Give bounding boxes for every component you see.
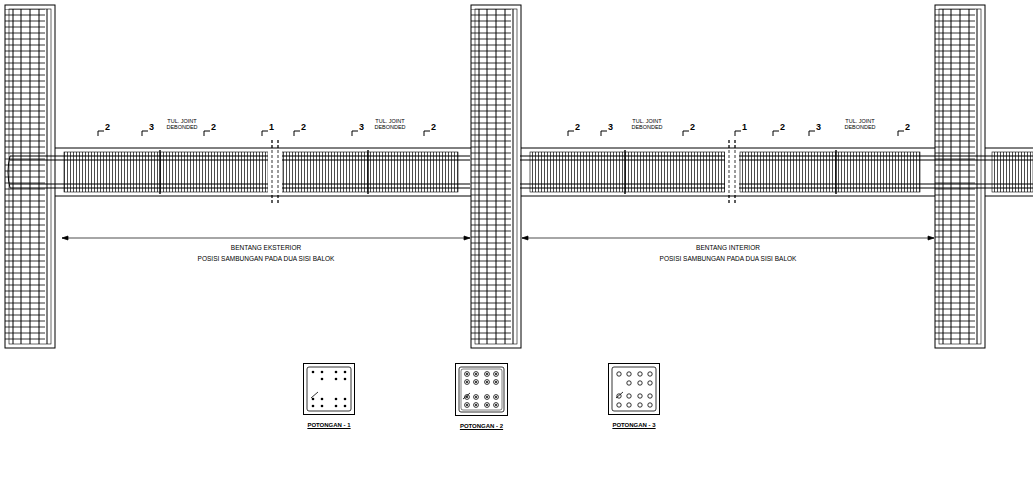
section-number: 1 [269, 123, 274, 132]
section-title: POTONGAN - 1 [307, 422, 350, 428]
section-box: POTONGAN - 2 [455, 363, 508, 416]
joint-note: TUL. JOINT DEBONDED [843, 119, 877, 131]
section-number: 3 [816, 123, 821, 132]
section-title: POTONGAN - 3 [612, 422, 655, 428]
section-number: 2 [575, 123, 580, 132]
beam [8, 140, 1033, 204]
section-number: 3 [608, 123, 613, 132]
span-note: POSISI SAMBUNGAN PADA DUA SISI BALOK [658, 256, 799, 263]
section-number: 3 [149, 123, 154, 132]
section-number: 2 [211, 123, 216, 132]
joint-note: TUL. JOINT DEBONDED [630, 119, 664, 131]
section-number: 1 [742, 123, 747, 132]
column [935, 5, 985, 348]
section-box: POTONGAN - 1 [303, 363, 355, 415]
section-number: 2 [780, 123, 785, 132]
span-label: BENTANG INTERIOR [694, 245, 762, 252]
joint-note: TUL. JOINT DEBONDED [373, 119, 407, 131]
span-label: BENTANG EKSTERIOR [229, 245, 303, 252]
section-number: 2 [431, 123, 436, 132]
section-number: 2 [105, 123, 110, 132]
joint-note: TUL. JOINT DEBONDED [165, 119, 199, 131]
section-number: 2 [301, 123, 306, 132]
dimension-line [62, 236, 934, 240]
span-note: POSISI SAMBUNGAN PADA DUA SISI BALOK [196, 256, 337, 263]
column [471, 5, 521, 348]
section-number: 3 [359, 123, 364, 132]
column [5, 5, 55, 348]
section-detail [307, 367, 656, 412]
section-number: 2 [690, 123, 695, 132]
section-box: POTONGAN - 3 [608, 363, 660, 415]
section-title: POTONGAN - 2 [460, 423, 503, 429]
section-number: 2 [905, 123, 910, 132]
